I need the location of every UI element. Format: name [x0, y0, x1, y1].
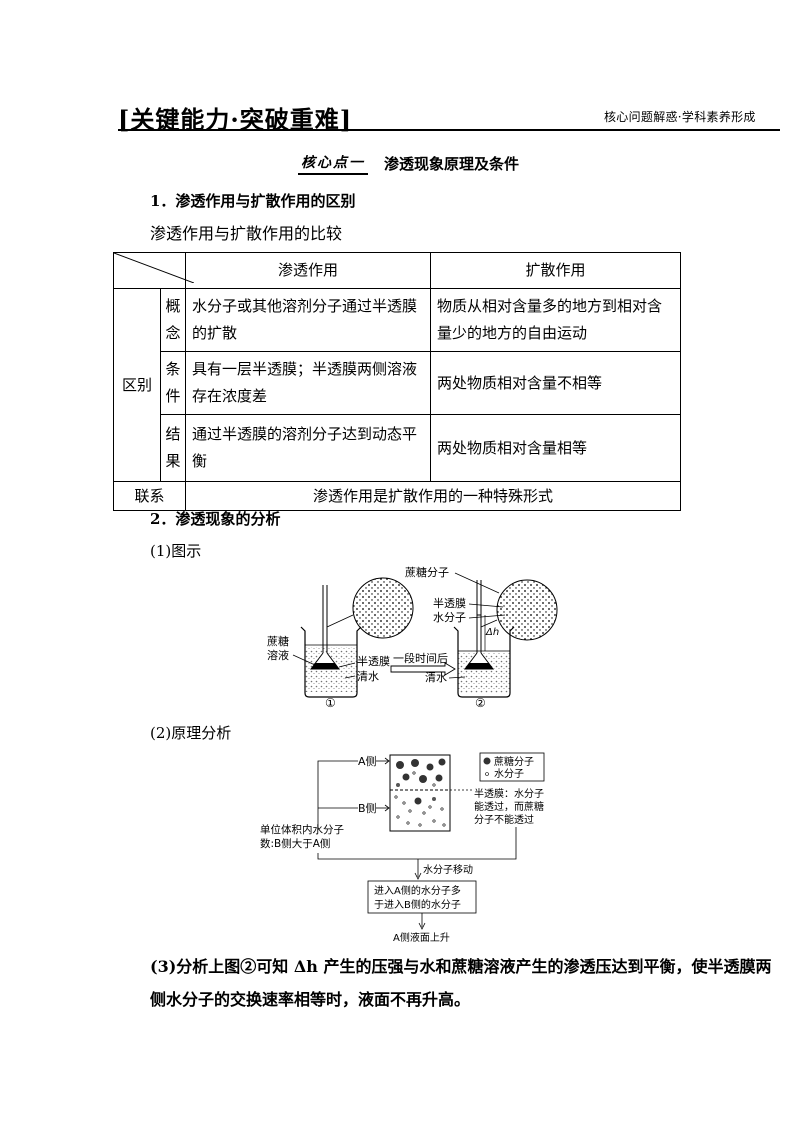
- row-label: 概念: [160, 288, 186, 352]
- section-1-heading: 1．渗透作用与扩散作用的区别: [150, 192, 356, 210]
- label-side-a: A侧: [358, 755, 377, 768]
- key-point-title: 渗透现象原理及条件: [384, 155, 520, 173]
- membrane-note-3: 分子不能透过: [474, 813, 534, 826]
- legend-water: 水分子: [494, 768, 524, 780]
- row-label: 结果: [160, 414, 186, 482]
- table-caption: 渗透作用与扩散作用的比较: [150, 224, 343, 243]
- link-label: 联系: [113, 481, 186, 511]
- water-molecules: [394, 771, 446, 827]
- header-caption: 核心问题解惑·学科素养形成: [604, 110, 756, 124]
- label-membrane-2: 半透膜: [433, 596, 466, 610]
- beaker-2: [453, 579, 558, 698]
- label-side-b: B侧: [358, 802, 377, 815]
- figure-number-2: ②: [475, 696, 486, 710]
- membrane-note-1: 半透膜：水分子: [474, 787, 544, 800]
- label-membrane-1: 半透膜: [357, 654, 390, 668]
- arrow-right-icon: [390, 662, 456, 676]
- comparison-table: 渗透作用 扩散作用 区别 概念 水分子或其他溶剂分子通过半透膜的扩散 物质从相对…: [113, 252, 681, 511]
- result-box: [367, 880, 477, 914]
- arrow-label-water-move: 水分子移动: [423, 863, 473, 876]
- water-legend-icon: [485, 772, 489, 776]
- key-point-heading: 核心点一 渗透现象原理及条件: [298, 152, 519, 175]
- header-osmosis: 渗透作用: [185, 252, 431, 289]
- cell-osmosis-result: 通过半透膜的溶剂分子达到动态平衡: [185, 414, 431, 482]
- label-delta-h: Δh: [485, 627, 499, 638]
- beaker-1: [300, 577, 414, 698]
- sucrose-legend-icon: [483, 757, 491, 765]
- cell-diffusion-result: 两处物质相对含量相等: [430, 414, 681, 482]
- part-2-label: (2)原理分析: [150, 724, 232, 742]
- diagonal-line: [114, 253, 194, 283]
- label-water-1: 清水: [357, 670, 379, 683]
- label-water-2: 清水: [425, 671, 447, 684]
- cell-osmosis-concept: 水分子或其他溶剂分子通过半透膜的扩散: [185, 288, 431, 352]
- group-label-difference: 区别: [113, 288, 161, 482]
- link-value: 渗透作用是扩散作用的一种特殊形式: [185, 481, 681, 511]
- figure-number-1: ①: [325, 696, 336, 710]
- section-2-heading: 2．渗透现象的分析: [150, 510, 281, 528]
- left-note-line-1: 单位体积内水分子: [260, 823, 344, 836]
- cell-diffusion-concept: 物质从相对含量多的地方到相对含量少的地方的自由运动: [430, 288, 681, 352]
- result-box-line-2: 于进入B侧的水分子: [374, 898, 461, 911]
- label-sucrose-solution-2: 溶液: [267, 648, 289, 662]
- osmosis-beaker-figure: 蔗糖 溶液 半透膜 清水 ① 一段时间后 蔗糖分子 半透膜 水分子 Δh 清水 …: [267, 565, 558, 710]
- principle-analysis-diagram: A侧 B侧 单位体积内水分子 数:B侧大于A侧 蔗糖分子 水分子 半透膜：水分子…: [260, 752, 545, 944]
- table-corner-cell: [113, 252, 194, 289]
- row-label: 条件: [160, 351, 186, 415]
- result-label: A侧液面上升: [393, 931, 450, 944]
- cell-osmosis-condition: 具有一层半透膜；半透膜两侧溶液存在浓度差: [185, 351, 431, 415]
- sucrose-molecules: [396, 758, 446, 805]
- label-water-molecule: 水分子: [433, 611, 466, 624]
- membrane-note-2: 能透过，而蔗糖: [474, 800, 544, 813]
- label-sucrose-solution: 蔗糖: [267, 634, 289, 648]
- label-sucrose-molecule: 蔗糖分子: [405, 565, 449, 579]
- part-3-paragraph: (3)分析上图②可知 Δh 产生的压强与水和蔗糖溶液产生的渗透压达到平衡，使半透…: [150, 957, 772, 1009]
- legend-box: [479, 752, 545, 782]
- legend-sucrose: 蔗糖分子: [494, 755, 534, 768]
- header-diffusion: 扩散作用: [430, 252, 681, 289]
- label-time-passes: 一段时间后: [393, 651, 448, 665]
- key-point-badge: 核心点一: [298, 152, 368, 175]
- left-note-line-2: 数:B侧大于A侧: [260, 837, 330, 850]
- result-box-line-1: 进入A侧的水分子多: [374, 884, 461, 897]
- header-divider: [118, 129, 780, 131]
- cell-diffusion-condition: 两处物质相对含量不相等: [430, 351, 681, 415]
- part-1-label: (1)图示: [150, 542, 202, 560]
